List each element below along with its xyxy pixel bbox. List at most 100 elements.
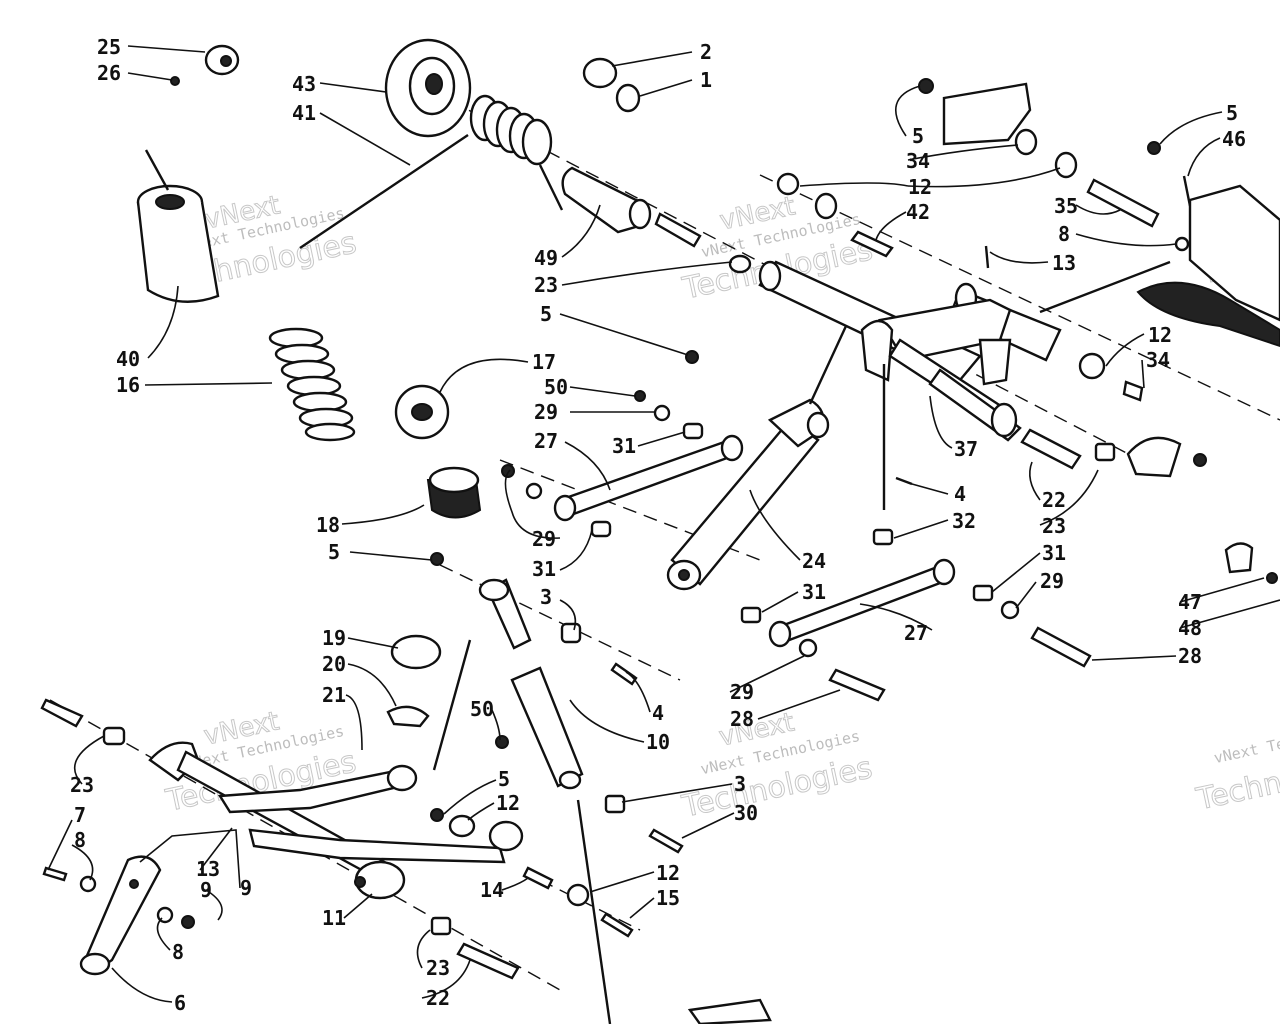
parts-group: [40, 38, 1280, 1024]
pin-42: [850, 230, 894, 258]
nut-12-arm: [448, 814, 476, 838]
bushing-34-left: [776, 172, 800, 196]
arrow-line: [1039, 260, 1171, 314]
bolt-13: [984, 245, 990, 269]
callout-label: 32: [952, 509, 976, 533]
arrow-line: [808, 325, 848, 405]
bearing: [582, 57, 618, 89]
callout-label: 15: [656, 886, 680, 910]
front-shock: [478, 578, 584, 790]
nut-rear-bracket: [1193, 453, 1207, 467]
callout-label: 14: [480, 878, 504, 902]
callout-label: 5: [328, 540, 340, 564]
bolt-15: [600, 912, 634, 938]
callout-label: 5: [540, 302, 552, 326]
washer-29-right: [1000, 600, 1020, 620]
callout-label: 9: [200, 878, 212, 902]
spring-retainer-upper-bore: [411, 403, 433, 421]
bushing-31-right: [972, 584, 994, 602]
spacer-23-lower: [430, 916, 452, 936]
callout-label: 11: [322, 906, 346, 930]
rear-bracket: [1126, 436, 1182, 478]
front-pin-23: [40, 698, 84, 728]
callout-label: 29: [532, 527, 556, 551]
nut-50-left: [501, 464, 515, 478]
bolt-4-right: [895, 476, 913, 486]
retainer-clip: [386, 705, 430, 728]
lower-axis-line: [439, 564, 681, 681]
rear-shock: [666, 398, 830, 591]
arrow-line: [576, 799, 612, 1024]
pin-axis-line: [539, 879, 641, 931]
callout-label: 22: [426, 986, 450, 1010]
nut-50: [634, 390, 646, 402]
mount-bracket: [942, 82, 1032, 146]
pin-22-rear: [1020, 428, 1082, 470]
bushing-31: [682, 422, 704, 440]
callout-label: 31: [532, 557, 556, 581]
snap-ring: [615, 83, 641, 113]
callout-label: 40: [116, 347, 140, 371]
spacer-23-front: [102, 726, 126, 746]
right-bracket: [1188, 184, 1280, 322]
callout-label: 49: [534, 246, 558, 270]
callout-label: 42: [906, 200, 930, 224]
callout-label: 48: [1178, 616, 1202, 640]
washer-29: [653, 404, 671, 422]
callout-label: 1: [700, 68, 712, 92]
callout-label: 26: [97, 61, 121, 85]
spacer-3: [560, 622, 582, 644]
bolt-7: [42, 866, 68, 882]
callout-label: 50: [544, 375, 568, 399]
bushing-32: [872, 528, 894, 546]
bushing-34-upper: [1014, 128, 1038, 156]
callout-label: 19: [322, 626, 346, 650]
nut-5-right: [1147, 141, 1161, 155]
control-rod-upper: [553, 434, 744, 522]
callout-label: 17: [532, 350, 556, 374]
callout-label: 5: [912, 124, 924, 148]
callout-label: 23: [1042, 514, 1066, 538]
nut-5-front: [430, 552, 444, 566]
nut-12-right: [1078, 352, 1106, 380]
torsion-spring: [299, 94, 564, 249]
callout-label: 29: [1040, 569, 1064, 593]
washer-8-left: [79, 875, 97, 893]
callout-label: 20: [322, 652, 346, 676]
watermark-line1: vNext Technologies: [1212, 716, 1280, 767]
nut-9: [181, 915, 195, 929]
callout-label: 23: [70, 773, 94, 797]
rail-fragment: [1136, 281, 1280, 348]
callout-labels: 25 26 43 41 2 1 40 16 49 23 5 17 50 29 2…: [70, 35, 1246, 1015]
crossshaft-axis-line: [759, 174, 1280, 421]
callout-label: 12: [656, 861, 680, 885]
callout-label: 12: [908, 175, 932, 199]
pin-14: [522, 866, 554, 890]
shock-boot: [136, 184, 220, 303]
callout-label: 18: [316, 513, 340, 537]
callout-label: 25: [97, 35, 121, 59]
rear-plate: [1224, 542, 1254, 574]
callout-label: 6: [174, 991, 186, 1015]
callout-label: 7: [74, 803, 86, 827]
washer-29-lower: [798, 638, 818, 658]
callout-label: 23: [534, 273, 558, 297]
spacer-sleeve: [561, 166, 652, 234]
callout-label: 5: [1226, 101, 1238, 125]
callout-label: 8: [172, 940, 184, 964]
callout-label: 8: [74, 828, 86, 852]
pin-35: [1086, 178, 1160, 228]
callout-label: 21: [322, 683, 346, 707]
shock-rod: [144, 149, 170, 191]
callout-label: 35: [1054, 194, 1078, 218]
callout-label: 12: [496, 791, 520, 815]
bolt-4-front: [610, 662, 638, 686]
rear-carriage: [758, 260, 1062, 442]
bushing-pin: [654, 212, 702, 248]
callout-label: 3: [540, 585, 552, 609]
idler-wheel-bore: [425, 73, 443, 95]
coil-spring: [268, 327, 356, 442]
callout-label: 3: [734, 772, 746, 796]
bolt-30: [648, 828, 684, 854]
bottom-fragment: [687, 998, 772, 1024]
